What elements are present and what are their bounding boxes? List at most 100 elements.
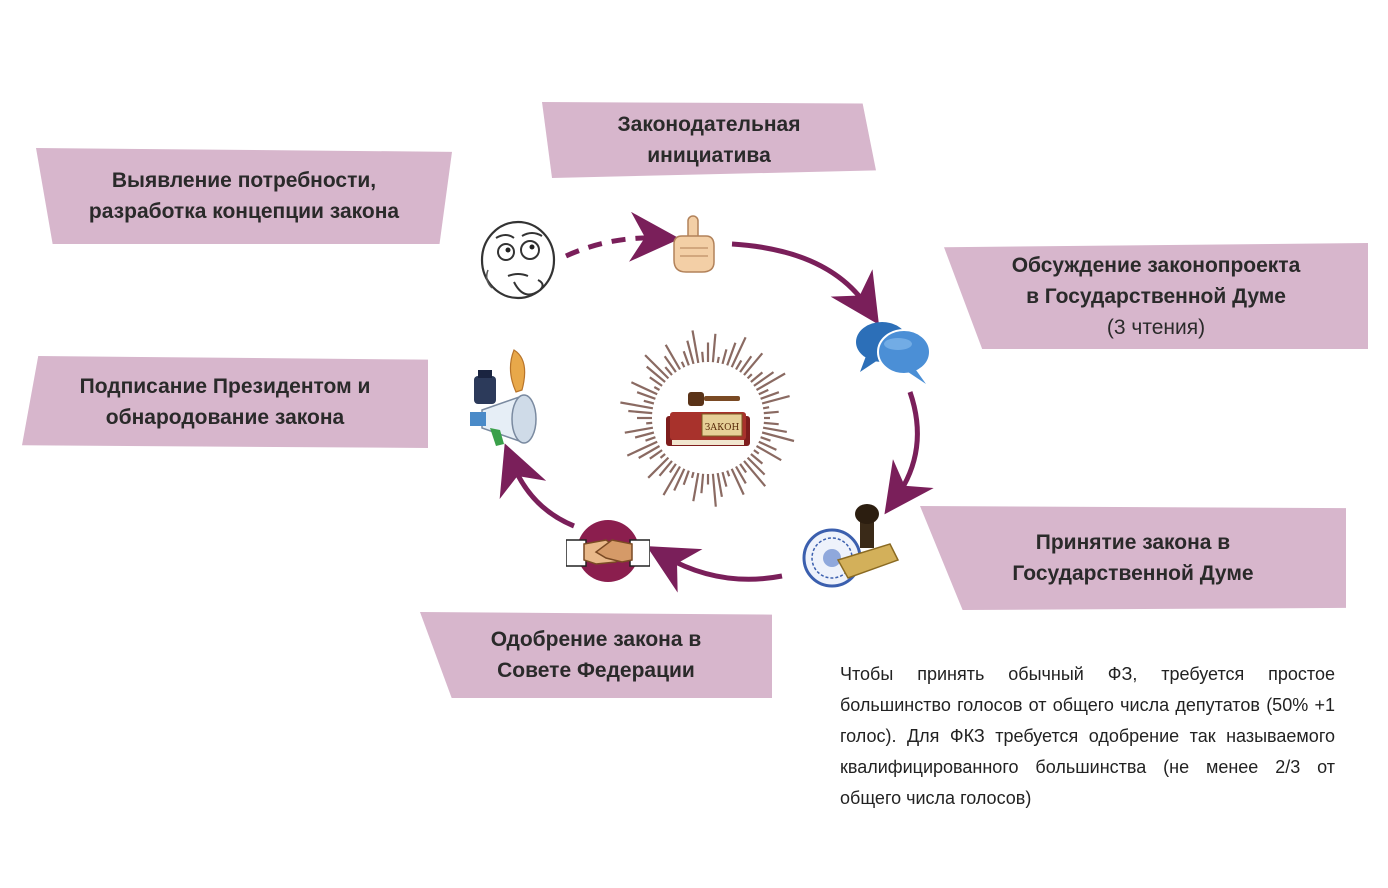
burst-ray [634,431,655,439]
burst-ray [662,465,681,496]
burst-ray [711,333,717,363]
step-initiative-line2: инициатива [647,144,771,167]
burst-ray [726,342,737,366]
burst-ray [730,336,747,368]
step-discussion-line2: в Государственной Думе [1026,284,1286,308]
burst-ray [743,352,764,376]
burst-ray [682,350,690,366]
arrow-adoption-to-approval [646,546,783,593]
step-discussion-line1: Обсуждение законопроекта [1011,253,1301,277]
burst-ray [760,436,771,442]
arrow-need-to-initiative [564,211,680,262]
center-burst [620,330,795,507]
burst-ray [636,391,656,400]
burst-ray [760,391,780,400]
arrow-discussion-to-adoption [884,391,934,515]
burst-ray [721,471,728,487]
law-book-gavel-icon: ЗАКОН [666,392,750,446]
arrow-initiative-to-discussion [731,241,879,325]
step-initiative-line1: Законодательная [617,113,801,136]
step-approval-line1: Одобрение закона в [490,628,702,651]
burst-ray [649,376,663,387]
step-initiative-label: Законодательная инициатива [542,102,876,178]
burst-ray [628,409,653,415]
step-need-label: Выявление потребности, разработка концеп… [36,148,452,244]
step-need-line2: разработка концепции закона [88,200,400,223]
burst-ray [739,463,748,474]
burst-ray [646,421,653,425]
burst-ray [716,356,720,364]
burst-ray [645,436,656,442]
burst-ray [644,354,670,380]
burst-ray [645,365,666,383]
burst-ray [758,388,769,396]
speech-bubbles-icon [856,322,931,384]
step-discussion-label: Обсуждение законопроекта в Государственн… [944,243,1368,349]
burst-ray [659,453,666,459]
burst-ray [668,463,677,474]
thinking-face-icon [480,220,556,300]
burst-ray [762,426,787,433]
burst-ray [630,381,658,396]
burst-ray [664,366,673,376]
burst-ray [673,468,686,491]
burst-ray [739,355,753,373]
burst-ray [701,351,705,363]
burst-ray [643,399,655,405]
burst-ray [750,453,764,465]
burst-ray [761,431,795,443]
burst-ray [692,472,700,502]
burst-ray [730,468,745,496]
burst-ray [746,373,753,380]
handshake-icon [566,520,650,582]
burst-ray [761,395,790,405]
stamp-seal-icon [802,504,900,588]
burst-ray [726,470,731,477]
burst-ray [755,372,786,391]
step-approval-line2: Совете Федерации [497,659,695,682]
burst-ray [753,371,775,387]
burst-ray [700,473,705,494]
burst-ray [658,460,673,477]
burst-ray [711,473,717,507]
burst-ray [735,465,747,484]
step-signing-label: Подписание Президентом и обнародование з… [22,356,428,448]
burst-ray [721,349,728,365]
burst-ray [762,406,770,410]
step-discussion-line3: (3 чтения) [1106,315,1206,339]
burst-ray [620,401,654,410]
arrow-approval-to-signing [499,443,575,529]
burst-ray [682,470,690,486]
burst-ray [686,340,695,365]
step-adoption-line2: Государственной Думе [1012,562,1254,585]
pointing-finger-icon [673,215,715,273]
burst-ray [750,371,764,383]
voting-note: Чтобы принять обычный ФЗ, требуется прос… [840,664,1335,808]
step-adoption-label: Принятие закона в Государственной Думе [920,506,1346,610]
burst-ray [690,471,695,479]
step-need-line1: Выявление потребности, [111,169,377,192]
burst-ray [626,440,658,457]
burst-ray [753,449,760,455]
svg-text:ЗАКОН: ЗАКОН [705,423,740,433]
burst-ray [763,421,779,426]
step-approval-label: Одобрение закона в Совете Федерации [420,612,772,698]
burst-ray [758,440,777,451]
burst-ray [664,344,681,371]
burst-ray [763,410,779,415]
burst-ray [653,386,661,391]
megaphone-ink-quill-icon [470,349,537,446]
burst-ray [624,426,654,434]
burst-ray [755,445,782,462]
burst-ray [638,445,661,459]
step-signing-line1: Подписание Президентом и [79,375,371,398]
burst-ray [647,456,670,479]
burst-ray [680,361,686,368]
burst-ray [663,355,677,373]
burst-ray [649,449,663,460]
burst-ray [691,330,700,364]
step-adoption-line1: Принятие закона в [1035,531,1231,554]
burst-ray [735,359,743,371]
burst-ray [716,472,723,497]
